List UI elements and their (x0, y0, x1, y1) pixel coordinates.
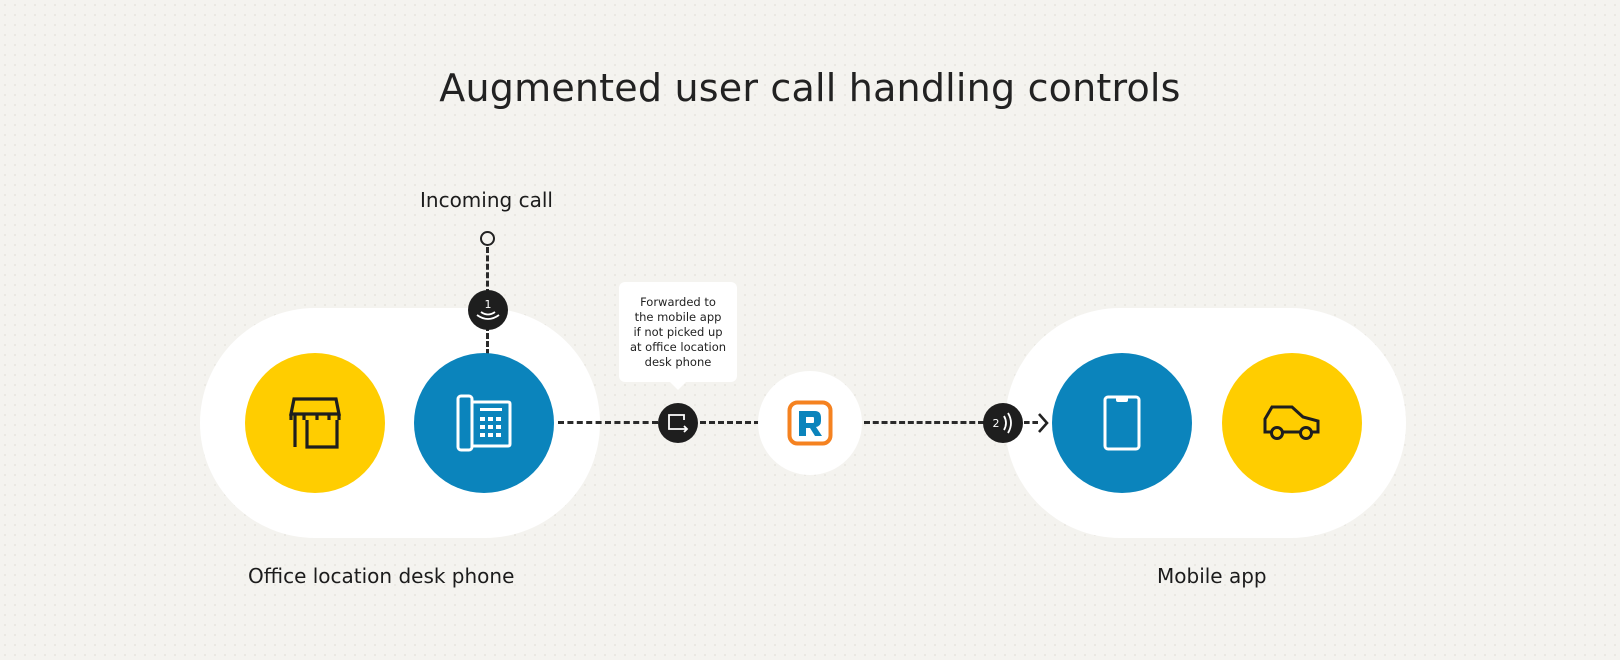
forward-badge (658, 403, 698, 443)
step-two-number: 2 (993, 417, 1000, 430)
car-node (1222, 353, 1362, 493)
connector-to-mobile-arrow (1024, 421, 1038, 424)
office-desk-phone-label: Office location desk phone (248, 564, 515, 588)
incoming-connector-lower (486, 325, 489, 355)
connector-forward-to-hub (700, 421, 760, 424)
connector-hub-to-mobile (864, 421, 984, 424)
desk-phone-node (414, 353, 554, 493)
car-icon (1263, 405, 1320, 440)
connector-desk-to-forward (558, 421, 658, 424)
step-one-badge: 1 (468, 290, 508, 330)
arrow-head-icon (1038, 413, 1049, 433)
incoming-connector (486, 247, 489, 295)
step-two-badge: 2 (983, 403, 1023, 443)
mobile-app-label: Mobile app (1157, 564, 1267, 588)
storefront-icon (289, 397, 341, 449)
step-one-number: 1 (485, 298, 492, 311)
ringcentral-hub-node: R (758, 371, 862, 475)
diagram-title: Augmented user call handling controls (439, 66, 1181, 110)
forward-tooltip: Forwarded to the mobile app if not picke… (619, 282, 737, 390)
mobile-phone-icon (1103, 395, 1141, 451)
ringing-icon: 1 (476, 298, 500, 320)
forward-icon (668, 414, 689, 433)
ringing-icon: 2 (993, 412, 1012, 434)
tooltip-line: at office location (629, 340, 727, 354)
tooltip-line: if not picked up (633, 325, 723, 339)
incoming-call-label: Incoming call (420, 188, 553, 212)
tooltip-line: Forwarded to (640, 295, 716, 309)
ringcentral-logo-icon: R (787, 400, 833, 446)
tooltip-line: desk phone (644, 355, 712, 369)
office-location-node (245, 353, 385, 493)
desk-phone-icon (456, 394, 512, 452)
mobile-phone-node (1052, 353, 1192, 493)
call-origin-node (480, 231, 495, 246)
tooltip-line: the mobile app (634, 310, 722, 324)
